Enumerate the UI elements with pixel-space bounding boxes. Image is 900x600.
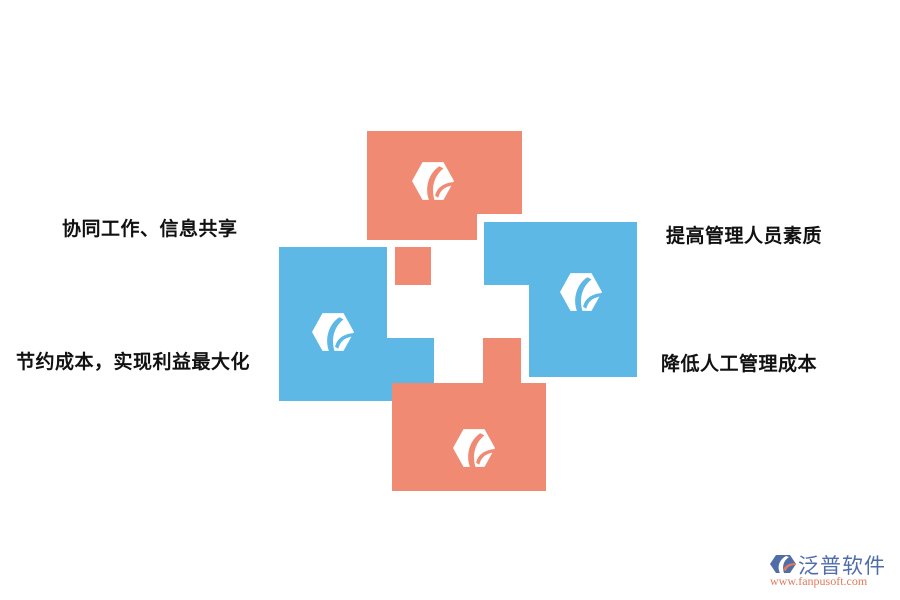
- label-collaboration: 协同工作、信息共享: [62, 218, 238, 240]
- brand-url: www.fanpusoft.com: [770, 574, 868, 588]
- label-labor-cost: 降低人工管理成本: [661, 353, 818, 375]
- brand-leaf-hexagon-icon: [453, 429, 495, 469]
- brand-leaf-hexagon-icon: [412, 162, 454, 202]
- brand-watermark: 泛普软件 www.fanpusoft.com: [768, 552, 894, 588]
- label-cost-saving: 节约成本，实现利益最大化: [16, 351, 251, 373]
- brand-name: 泛普软件: [798, 554, 886, 578]
- brand-leaf-hexagon-icon: [560, 273, 602, 313]
- label-staff-quality: 提高管理人员素质: [666, 225, 823, 247]
- top-block-lower: [367, 214, 477, 240]
- bottom-block-tab: [483, 338, 521, 384]
- fanpu-logo-icon: [770, 555, 796, 573]
- right-block-top: [484, 222, 637, 285]
- small-orange-square: [395, 247, 431, 285]
- brand-leaf-hexagon-icon: [312, 313, 354, 353]
